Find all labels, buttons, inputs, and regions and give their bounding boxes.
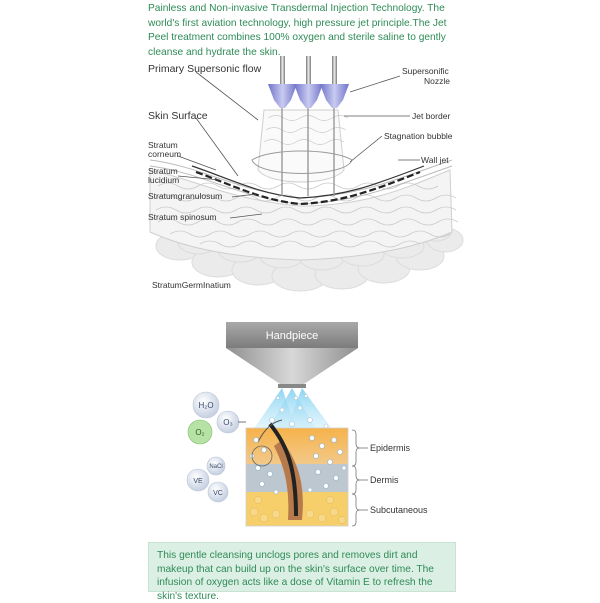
hair-shaft xyxy=(268,422,298,517)
label-handpiece: Handpiece xyxy=(266,330,319,342)
svg-text:O₂: O₂ xyxy=(195,428,204,437)
molecule-o3: O₃ xyxy=(216,410,246,434)
skin-block-outline xyxy=(245,427,349,527)
subcutaneous-layer xyxy=(246,486,348,526)
description-text: This gentle cleansing unclogs pores and … xyxy=(157,550,434,602)
skin-surface-line xyxy=(191,165,425,199)
oxygen-spray xyxy=(246,388,340,440)
label-nozzle-2: Nozzle xyxy=(424,76,450,86)
wall-jet-line xyxy=(195,170,421,206)
label-epidermis: Epidermis xyxy=(370,443,411,453)
label-stratum-lucidium-1: Stratum xyxy=(148,166,178,176)
svg-text:VE: VE xyxy=(193,478,203,485)
label-subcutaneous: Subcutaneous xyxy=(370,505,428,515)
handpiece-funnel xyxy=(226,348,358,384)
label-primary-flow: Primary Supersonic flow xyxy=(148,63,262,75)
svg-text:O₃: O₃ xyxy=(223,418,232,427)
layer-brackets xyxy=(351,429,368,527)
label-stratum-spinosum: Stratum spinosum xyxy=(148,212,217,222)
description-box: This gentle cleansing unclogs pores and … xyxy=(148,542,456,602)
pore-highlight xyxy=(251,445,273,467)
label-jet-border: Jet border xyxy=(412,111,450,121)
molecule-h2o: H₂O xyxy=(192,391,220,419)
jet-column xyxy=(257,109,345,183)
skin-layers-diagram: Primary Supersonic flow Skin Surface Str… xyxy=(148,56,464,292)
svg-text:NaCl: NaCl xyxy=(209,464,222,470)
molecule-o2: O₂ xyxy=(187,419,213,445)
supersonic-nozzles xyxy=(268,56,349,196)
hair-follicle xyxy=(274,440,303,520)
molecule-nacl: NaCl xyxy=(206,456,226,476)
cell-pattern xyxy=(155,182,459,248)
svg-text:H₂O: H₂O xyxy=(198,401,213,410)
handpiece-body xyxy=(226,322,358,348)
label-stratum-lucidium-2: lucidium xyxy=(148,175,179,185)
skin-molecules xyxy=(249,435,347,495)
label-stratum-corneum-2: corneum xyxy=(148,149,181,159)
label-nozzle-1: Supersonific xyxy=(402,66,450,76)
label-stratum-germinatium: StratumGermInatium xyxy=(152,280,231,290)
spray-droplets xyxy=(261,394,329,437)
label-stagnation-bubble: Stagnation bubble xyxy=(384,131,453,141)
stratum-spinosum-layer xyxy=(149,169,453,261)
label-stratum-corneum-1: Stratum xyxy=(148,140,178,150)
epidermis-layer xyxy=(246,428,348,464)
dermis-layer xyxy=(246,462,348,492)
molecule-vc: VC xyxy=(207,481,229,503)
label-wall-jet: Wall jet xyxy=(421,155,449,165)
svg-text:VC: VC xyxy=(213,490,223,497)
intro-text: Painless and Non-invasive Transdermal In… xyxy=(148,3,447,58)
label-skin-surface: Skin Surface xyxy=(148,110,208,122)
molecule-ve: VE xyxy=(186,468,210,492)
label-dermis: Dermis xyxy=(370,475,399,485)
label-stratum-granulosum: Stratumgranulosum xyxy=(148,191,222,201)
fat-cells xyxy=(249,496,346,524)
